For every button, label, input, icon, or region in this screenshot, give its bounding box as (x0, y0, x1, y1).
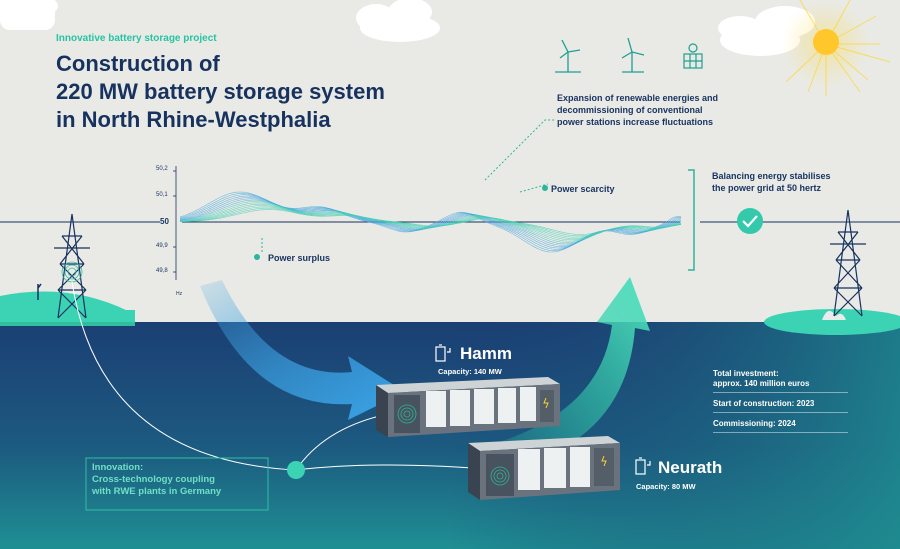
site-capacity-neurath: Capacity: 80 MW (636, 482, 696, 491)
fact-line: approx. 140 million euros (713, 379, 810, 388)
y-tick-label: 50,2 (156, 166, 168, 172)
y-tick-label: 50,1 (156, 192, 168, 198)
checkmark-icon (737, 208, 763, 234)
site-name-neurath: Neurath (658, 458, 723, 477)
note-line: the power grid at 50 hertz (712, 183, 822, 193)
innovation-box: Innovation: Cross-technology coupling wi… (92, 462, 221, 498)
solar-panel-icon (683, 43, 703, 69)
battery-hamm (376, 377, 560, 437)
innovation-frame (85, 457, 269, 511)
title-line: in North Rhine-Westphalia (56, 107, 331, 132)
fact-line: Commissioning: 2024 (713, 419, 796, 428)
wave-line (180, 209, 682, 235)
cloud-icon (0, 0, 815, 56)
sun-icon (782, 0, 891, 96)
site-name-hamm: Hamm (460, 344, 512, 363)
marker-dot (542, 185, 548, 191)
battery-neurath (468, 436, 620, 500)
site-capacity-hamm: Capacity: 140 MW (438, 367, 502, 376)
y-tick-label: 49,9 (156, 243, 168, 249)
marker-dot (254, 254, 260, 260)
fact-line: Total investment: (713, 369, 779, 378)
power-scarcity-label: Power scarcity (551, 184, 615, 194)
facts-list: Total investment: approx. 140 million eu… (713, 366, 848, 433)
hub-node (287, 461, 305, 479)
fact-line: Start of construction: 2023 (713, 399, 815, 408)
innovation-line: Cross-technology coupling (92, 474, 215, 485)
power-surplus-label: Power surplus (268, 253, 331, 263)
signal-rings (61, 261, 83, 283)
y-tick-label: 49,8 (156, 268, 168, 274)
bracket (688, 169, 695, 271)
innovation-line: Innovation: (92, 462, 144, 473)
wave-line (179, 206, 682, 238)
y-unit-label: Hz (176, 291, 183, 297)
title-line: Construction of (56, 51, 220, 76)
wave-line (179, 207, 682, 237)
right-island (764, 309, 900, 335)
battery-icon (435, 344, 451, 362)
charge-arrow (200, 280, 405, 420)
note-line: Expansion of renewable energies and (557, 93, 719, 103)
wind-turbine-icon (555, 39, 581, 73)
kicker: Innovative battery storage project (56, 33, 217, 44)
plant-icon (37, 283, 42, 300)
note-line: power stations increase fluctuations (557, 117, 714, 127)
pylon-icon (830, 209, 866, 317)
pylon-icon (54, 213, 90, 319)
fact-commissioning: Commissioning: 2024 (713, 416, 848, 433)
innovation-line: with RWE plants in Germany (92, 486, 222, 497)
note-line: Balancing energy stabilises (712, 171, 831, 181)
frequency-wave (179, 191, 682, 253)
note-line: decommissioning of conventional (557, 105, 703, 115)
fact-investment: Total investment: approx. 140 million eu… (713, 366, 848, 393)
wind-turbine-icon (621, 37, 645, 73)
leader-line (484, 119, 555, 181)
y-tick-label: 50 (160, 217, 169, 226)
balancing-note: Balancing energy stabilises the power gr… (712, 170, 831, 194)
fact-construction: Start of construction: 2023 (713, 396, 848, 413)
fluctuations-note: Expansion of renewable energies and deco… (557, 92, 718, 128)
page-title: Construction of 220 MW battery storage s… (56, 50, 385, 134)
battery-icon (635, 457, 651, 475)
title-line: 220 MW battery storage system (56, 79, 385, 104)
